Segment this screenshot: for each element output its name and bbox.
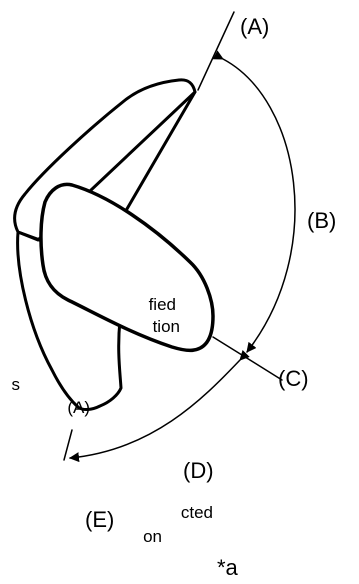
reference-line-a [197, 11, 235, 91]
cut-text-5: cted [181, 503, 213, 522]
label-b: (B) [307, 208, 336, 233]
label-star-a: *a [217, 555, 239, 580]
mirror-middle-position [122, 90, 197, 216]
cut-text-4: (A) [67, 398, 90, 417]
cut-text-1: fied [149, 295, 176, 314]
reference-line-c [212, 336, 283, 381]
cut-text-3: s [12, 375, 21, 394]
reference-line-e [63, 429, 73, 461]
mirror-front-position [39, 182, 215, 353]
angle-arc-b [212, 50, 296, 353]
cut-text-6: on [143, 527, 162, 546]
label-a: (A) [240, 14, 269, 39]
cut-text-2: tion [153, 317, 180, 336]
mirror-upper-position [13, 78, 197, 242]
label-d: (D) [183, 458, 214, 483]
angle-arc-d [69, 350, 250, 463]
label-c: (C) [278, 366, 309, 391]
label-e: (E) [85, 507, 114, 532]
